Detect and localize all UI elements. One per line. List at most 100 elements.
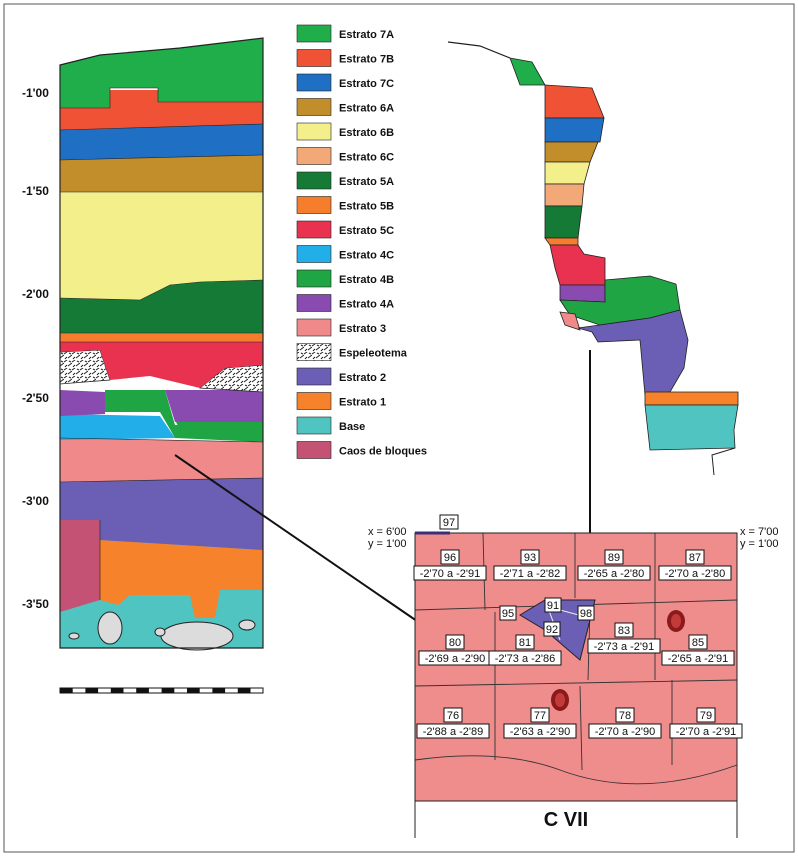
layer-estrato-4a-right <box>165 390 263 422</box>
layer-estrato-5a <box>60 280 263 333</box>
cell-id-box <box>696 707 716 723</box>
small-cell-label: 98 <box>577 605 595 621</box>
rock-4 <box>154 627 166 637</box>
grid-border <box>414 532 738 802</box>
legend-swatch <box>296 49 332 67</box>
column-outline <box>59 37 264 649</box>
profile-estrato-7b <box>544 84 605 119</box>
scale-bar <box>59 687 264 694</box>
legend-item: Estrato 7B <box>296 49 394 67</box>
cell-id-box <box>445 634 465 650</box>
layer-estrato-7a <box>60 38 263 108</box>
rock-3 <box>238 619 256 631</box>
cell-id-box <box>443 707 463 723</box>
cell-id: 89 <box>608 552 620 564</box>
grid-cell: 78 -2'70 a -2'90 <box>588 707 662 739</box>
cell-id-box <box>685 549 705 565</box>
legend-label: Estrato 4C <box>339 250 394 262</box>
grid-labels: 97 x = 6'00 y = 1'00 x = 7'00 y = 1'00 C… <box>368 514 779 831</box>
cell-range: -2'70 a -2'90 <box>595 726 655 738</box>
legend-item: Estrato 6B <box>296 122 394 141</box>
layer-estrato-4b-right <box>175 420 263 432</box>
grid-cell: 85 -2'65 a -2'91 <box>661 634 735 666</box>
depth-label: -1'00 <box>22 86 49 100</box>
block-mark <box>667 610 685 632</box>
profile-estrato-7a <box>509 57 546 86</box>
profile-estrato-5b <box>544 237 579 246</box>
legend-item: Estrato 7A <box>296 24 394 43</box>
small-cell-label: 91 <box>544 597 562 613</box>
profile-estrato-5a <box>544 205 583 239</box>
depth-label: -2'00 <box>22 287 49 301</box>
cell-range: -2'65 a -2'80 <box>584 568 644 580</box>
legend-item: Base <box>296 416 365 435</box>
cell-id-box <box>530 707 550 723</box>
cell-range-box <box>413 565 487 581</box>
legend-item: Estrato 5C <box>296 220 394 239</box>
corner-left-x: x = 6'00 <box>368 526 407 538</box>
layer-estrato-3 <box>60 438 263 482</box>
corner-left-y: y = 1'00 <box>368 538 407 550</box>
cell-id: 77 <box>534 710 546 722</box>
cell-id: 81 <box>519 637 531 649</box>
legend-swatch <box>296 147 332 165</box>
small-label-text: 95 <box>502 608 514 620</box>
legend-swatch <box>296 416 332 435</box>
layer-estrato-4c <box>60 414 175 440</box>
layer-caos-de-bloques <box>60 520 100 612</box>
legend-item: Estrato 3 <box>296 318 386 337</box>
cell-id-box <box>604 549 624 565</box>
cell-range-box <box>493 565 567 581</box>
depth-label: -3'00 <box>22 494 49 508</box>
legend-label: Estrato 4B <box>339 274 394 286</box>
legend-item: Espeleotema <box>296 343 408 361</box>
legend-label: Estrato 6B <box>339 127 394 139</box>
cell-range: -2'65 a -2'91 <box>668 653 728 665</box>
cell-id: 79 <box>700 710 712 722</box>
cell-range: -2'88 a -2'89 <box>423 726 483 738</box>
cell-range: -2'70 a -2'91 <box>420 568 480 580</box>
legend-swatch <box>296 441 332 459</box>
small-cell-label: 92 <box>543 621 561 637</box>
legend-item: Estrato 5A <box>296 171 394 190</box>
grid-cell: 81-2'73 a -2'86 <box>488 634 562 666</box>
layer-estrato-6a <box>60 155 263 192</box>
top-label: 97 <box>443 517 455 529</box>
legend-label: Caos de bloques <box>339 446 427 458</box>
cell-id: 78 <box>619 710 631 722</box>
legend-label: Estrato 7B <box>339 54 394 66</box>
layer-estrato-2 <box>60 478 263 550</box>
legend-label: Estrato 5B <box>339 201 394 213</box>
legend-item: Estrato 4B <box>296 269 394 288</box>
legend-label: Estrato 2 <box>339 372 386 384</box>
legend-swatch <box>296 294 332 312</box>
legend-item: Estrato 4C <box>296 245 394 263</box>
layer-estrato-7b <box>60 90 263 130</box>
small-label-text: 91 <box>547 600 559 612</box>
cell-id: 85 <box>692 637 704 649</box>
cell-range-box <box>488 650 562 666</box>
depth-label: -2'50 <box>22 391 49 405</box>
legend-item: Estrato 6C <box>296 147 394 165</box>
legend-label: Estrato 7C <box>339 78 394 90</box>
cell-range-box <box>658 565 732 581</box>
grid-cell: 93-2'71 a -2'82 <box>493 549 567 581</box>
legend-swatch <box>296 24 332 43</box>
depth-labels: -1'00 -1'50 -2'00 -2'50 -3'00 -3'50 <box>22 86 49 611</box>
legend-swatch <box>296 220 332 239</box>
profile-estrato-1 <box>644 391 739 406</box>
grid-cell: 76-2'88 a -2'89 <box>416 707 490 739</box>
cell-range-box <box>661 650 735 666</box>
grid-cell: 83-2'73 a -2'91 <box>587 622 661 654</box>
cell-range-box <box>416 723 490 739</box>
profile-estrato-6a <box>544 141 599 163</box>
legend-item: Estrato 7C <box>296 73 394 92</box>
layer-estrato-4a <box>60 390 105 416</box>
cell-id-box <box>614 622 634 638</box>
legend-label: Estrato 5C <box>339 225 394 237</box>
legend-swatch <box>296 343 332 361</box>
profile-estrato-6c <box>544 183 585 207</box>
